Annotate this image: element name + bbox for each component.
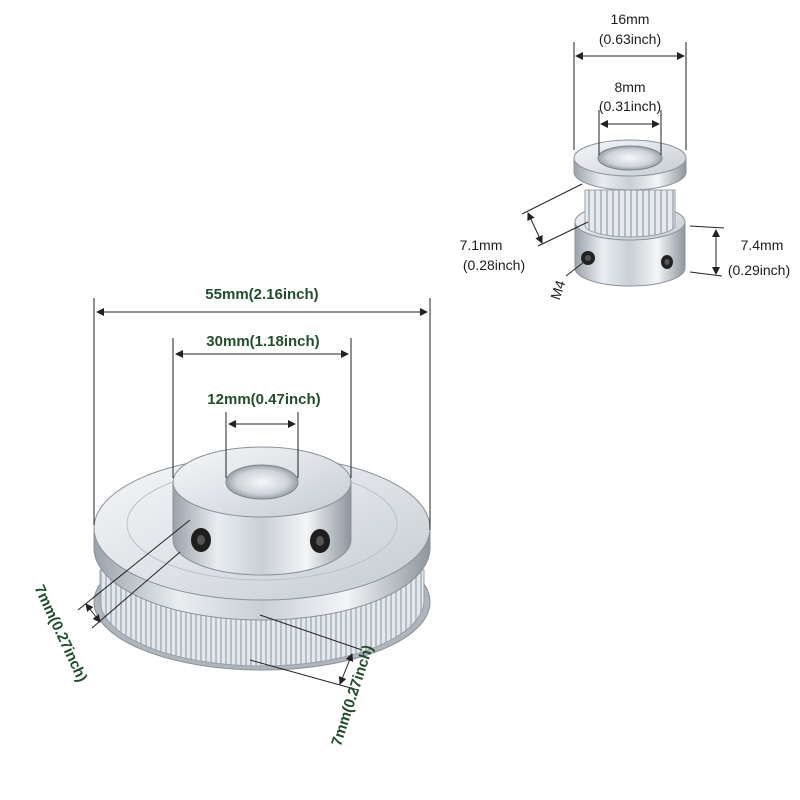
small-belt-width-in: (0.28inch)	[462, 257, 526, 273]
small-hub-height-in: (0.29inch)	[727, 262, 791, 278]
small-outer-diameter-mm: 16mm	[610, 11, 650, 27]
large-bore: 12mm(0.47inch)	[207, 391, 321, 408]
small-hub-height-mm: 7.4mm	[740, 237, 784, 253]
small-pulley-dimensions	[521, 42, 725, 277]
large-outer-diameter: 55mm(2.16inch)	[205, 286, 319, 303]
small-bore-mm: 8mm	[614, 79, 646, 95]
small-belt-width-mm: 7.1mm	[459, 237, 503, 253]
large-hub-diameter: 30mm(1.18inch)	[206, 333, 320, 350]
large-pulley	[93, 446, 431, 671]
small-outer-diameter-in: (0.63inch)	[598, 31, 662, 47]
small-pulley	[573, 139, 687, 287]
small-bore-in: (0.31inch)	[598, 98, 662, 114]
large-pulley-dimensions	[77, 298, 431, 691]
